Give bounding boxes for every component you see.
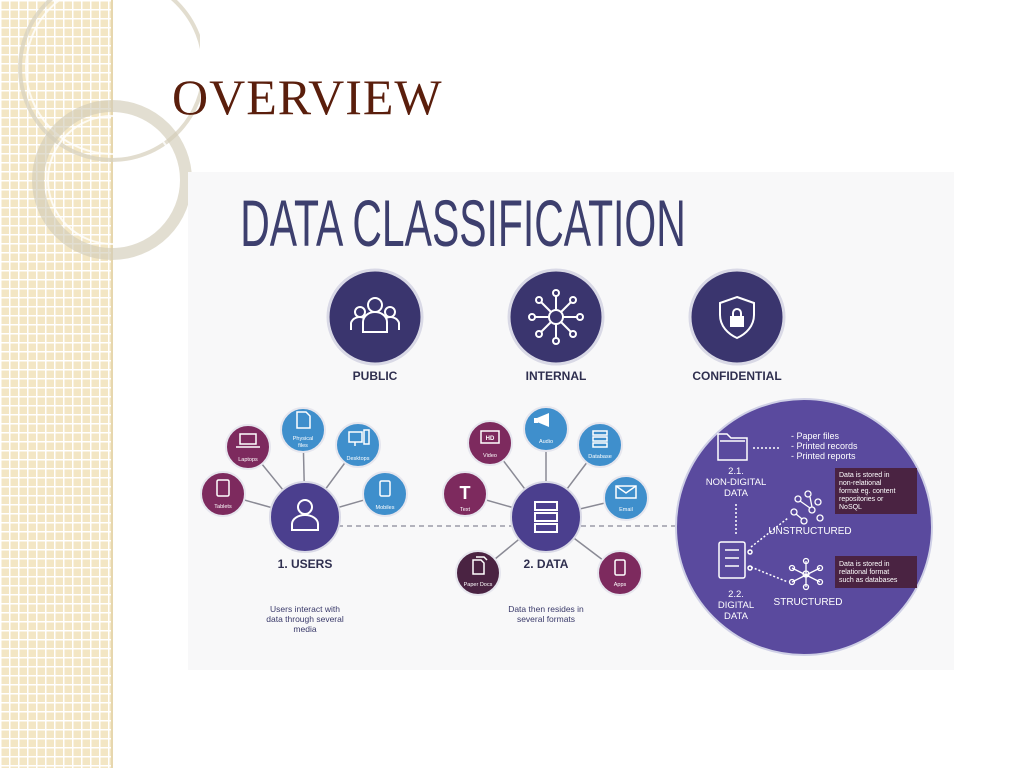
format-text: T Text — [442, 471, 488, 517]
server-stack-icon — [534, 501, 558, 533]
structured-network-icon — [788, 557, 824, 591]
format-database: Database — [577, 422, 623, 468]
level-confidential: CONFIDENTIAL — [688, 268, 786, 383]
tablet-icon — [216, 479, 230, 497]
digital-label-line-3: DATA — [724, 611, 749, 622]
users-caption-line-1: Users interact with — [270, 604, 340, 614]
unstructured-note: Data is stored in non-relational format … — [835, 468, 917, 514]
folder-icon — [717, 433, 748, 461]
diagram-heading: DATA CLASSIFICATION — [240, 186, 686, 261]
text-glyph-icon: T — [460, 483, 471, 503]
laptops-label: Laptops — [238, 457, 258, 463]
email-label: Email — [619, 507, 633, 513]
circuit-document-icon — [718, 541, 753, 579]
media-desktops: Desktops — [335, 422, 381, 468]
paper-docs-icon — [472, 556, 488, 575]
audio-label: Audio — [539, 439, 553, 445]
non-digital-label-line-1: 2.1. — [728, 466, 744, 477]
data-classification-figure: DATA CLASSIFICATION PUBLIC INTERNAL — [188, 172, 954, 670]
non-digital-example-3: - Printed reports — [791, 451, 856, 461]
unstructured-note-line-3: format eg. content — [839, 488, 895, 495]
level-internal: INTERNAL — [507, 268, 605, 383]
database-icon — [592, 430, 608, 448]
level-confidential-label: CONFIDENTIAL — [692, 369, 781, 383]
megaphone-icon — [534, 413, 549, 427]
user-icon — [291, 499, 319, 531]
text-label: Text — [460, 507, 471, 513]
apps-label: Apps — [614, 582, 627, 588]
hd-video-icon — [480, 430, 500, 444]
slide-title: OVERVIEW — [172, 69, 443, 125]
data-hub — [510, 481, 582, 553]
level-internal-label: INTERNAL — [526, 369, 587, 383]
structured-note: Data is stored in relational format such… — [835, 556, 917, 588]
unstructured-note-line-1: Data is stored in — [839, 472, 890, 479]
unstructured-note-line-5: NoSQL — [839, 504, 862, 511]
decorative-rings — [18, 0, 200, 260]
format-email: Email — [603, 475, 649, 521]
document-icon — [296, 411, 311, 429]
media-laptops: Laptops — [225, 424, 271, 470]
users-caption-line-2: data through several — [266, 614, 344, 624]
mobiles-label: Mobiles — [376, 505, 395, 511]
storage-circle — [675, 398, 933, 656]
envelope-icon — [615, 485, 637, 499]
digital-label-line-2: DIGITAL — [718, 600, 754, 611]
media-physical-files: Physical files — [280, 407, 326, 453]
data-caption-line-2: several formats — [517, 614, 575, 624]
paper-docs-label: Paper Docs — [464, 582, 493, 588]
users-hub — [269, 481, 341, 553]
media-tablets: Tablets — [200, 471, 246, 517]
laptop-icon — [236, 433, 260, 448]
desktops-label: Desktops — [347, 456, 370, 462]
digital-label-line-1: 2.2. — [728, 589, 744, 600]
database-label: Database — [588, 454, 612, 460]
desktop-icon — [348, 429, 370, 446]
format-apps: Apps — [597, 550, 643, 596]
non-digital-example-2: - Printed records — [791, 441, 858, 451]
level-public: PUBLIC — [326, 268, 424, 383]
non-digital-label-line-2: NON-DIGITAL — [706, 477, 767, 488]
structured-note-line-1: Data is stored in — [839, 561, 890, 568]
non-digital-example-1: - Paper files — [791, 431, 840, 441]
structured-label: STRUCTURED — [774, 597, 843, 608]
mobile-icon — [379, 480, 391, 497]
format-video: HD Video — [467, 420, 513, 466]
format-audio: Audio — [523, 406, 569, 452]
format-paper-docs: Paper Docs — [455, 550, 501, 596]
data-label: 2. DATA — [524, 557, 569, 571]
users-caption-line-3: media — [293, 624, 316, 634]
smartphone-icon — [614, 559, 626, 576]
structured-note-line-2: relational format — [839, 569, 889, 576]
tablets-label: Tablets — [214, 504, 232, 510]
users-label: 1. USERS — [278, 557, 333, 571]
non-digital-label-line-3: DATA — [724, 488, 749, 499]
unstructured-note-line-2: non-relational — [839, 480, 882, 487]
network-hub-icon — [528, 289, 584, 345]
structured-dotted-link — [750, 566, 789, 583]
video-hd-badge: HD — [486, 436, 495, 442]
media-mobiles: Mobiles — [362, 471, 408, 517]
level-public-label: PUBLIC — [353, 369, 398, 383]
physical-files-label-line-1: Physical — [293, 436, 313, 442]
scattered-nodes-icon — [790, 490, 824, 525]
video-label: Video — [483, 453, 497, 459]
data-caption-line-1: Data then resides in — [508, 604, 584, 614]
unstructured-note-line-4: repositories or — [839, 496, 884, 503]
physical-files-label-line-2: files — [298, 443, 308, 449]
group-of-people-icon — [350, 297, 400, 333]
structured-note-line-3: such as databases — [839, 577, 898, 584]
shield-lock-icon — [719, 295, 755, 340]
unstructured-label: UNSTRUCTURED — [768, 526, 851, 537]
